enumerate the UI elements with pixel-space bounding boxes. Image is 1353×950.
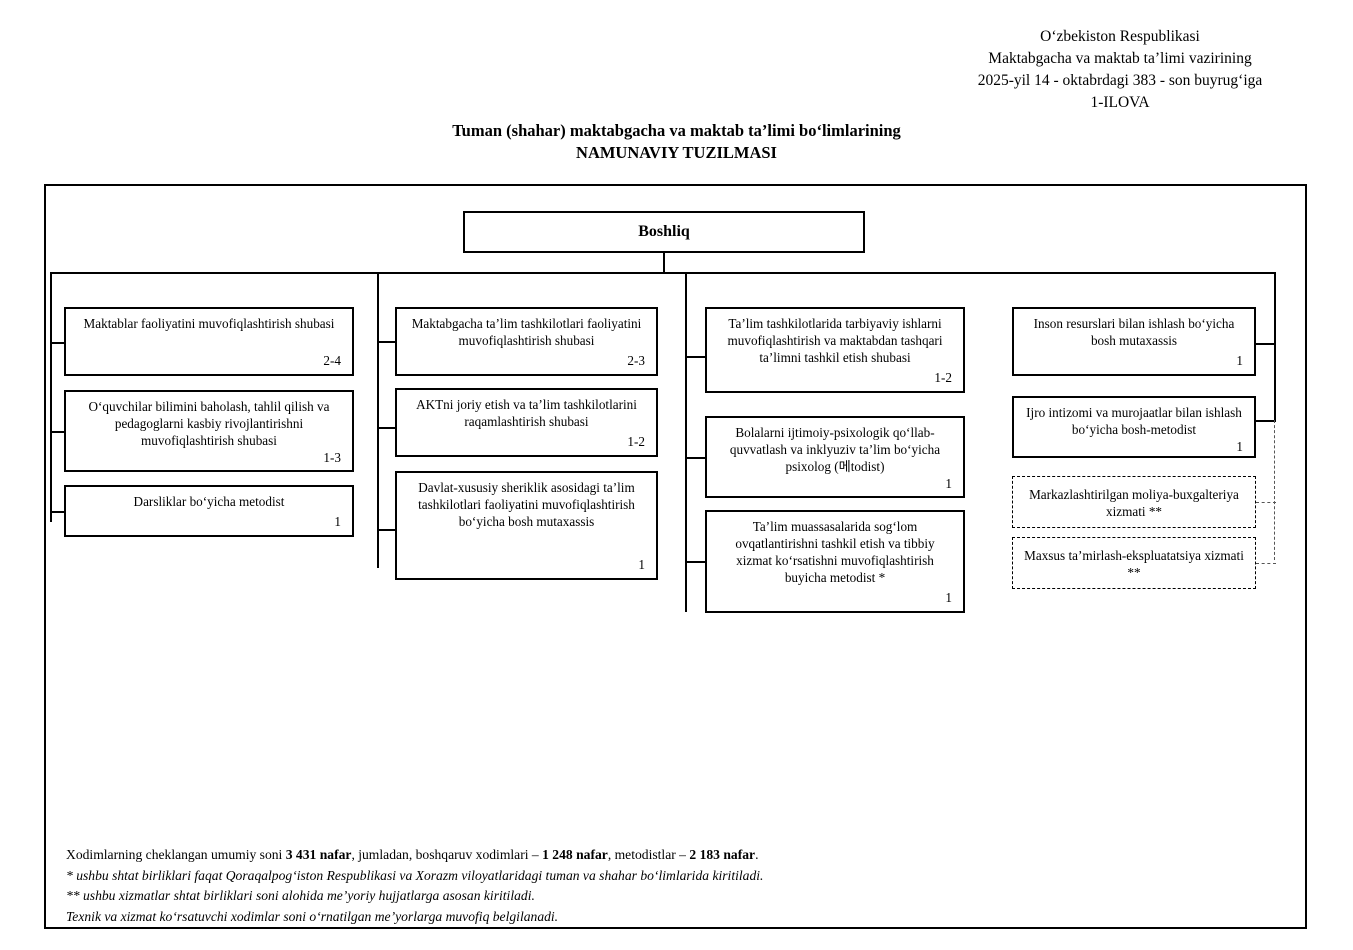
org-node-label: Boshliq [638,223,690,240]
footer-note-2: ** ushbu xizmatlar shtat birliklari soni… [66,888,535,904]
org-node-c4-u2[interactable]: Ijro intizomi va murojaatlar bilan ishla… [1012,396,1256,458]
footer-total-mid2: , metodistlar – [607,847,690,862]
chart-border [44,184,1307,929]
connector-stub-c3-u2 [685,457,705,459]
org-node-c1-u1[interactable]: Maktablar faoliyatini muvofiqlashtirish … [64,307,354,376]
connector-stub-c1-u3 [50,511,64,513]
footer-note-3: Texnik va xizmat ko‘rsatuvchi xodimlar s… [66,908,559,924]
header-line-4: 1-ILOVA [1090,94,1150,111]
org-node-c1-u2[interactable]: O‘quvchilar bilimini baholash, tahlil qi… [64,390,354,472]
connector-rail-column-4-dashed [1274,420,1275,560]
org-node-text: Markazlashtirilgan moliya-buxgalteriya x… [1029,486,1239,519]
org-node-count: 1 [945,475,952,491]
org-node-count: 1-2 [934,370,952,386]
org-node-text: Inson resurslari bilan ishlash bo‘yicha … [1033,316,1235,348]
org-node-c2-u2[interactable]: AKTni joriy etish va ta’lim tashkilotlar… [395,388,658,457]
org-node-c4-u1[interactable]: Inson resurslari bilan ishlash bo‘yicha … [1012,307,1256,376]
footer-note-1: * ushbu shtat birliklari faqat Qoraqalpo… [66,867,764,883]
footer-total-mid1: , jumladan, boshqaruv xodimlari – [351,847,543,862]
org-node-count: 1 [638,557,645,573]
connector-stub-c4-u1 [1256,343,1276,345]
org-node-text: Ta’lim tashkilotlarida tarbiyaviy ishlar… [727,316,943,365]
footer-total-value: 3 431 nafar [285,847,352,862]
org-node-c2-u3[interactable]: Davlat-xususiy sheriklik asosidagi ta’li… [395,471,658,580]
header-line-3: 2025-yil 14 - oktabrdagi 383 - son buyru… [977,72,1263,89]
connector-stub-c1-u1 [50,342,64,344]
connector-rail-column-4 [1274,272,1276,420]
connector-stub-c3-u1 [685,356,705,358]
document-header: O‘zbekiston Respublikasi Maktabgacha va … [900,26,1340,114]
connector-stub-c3-u3 [685,561,705,563]
title-line-1: Tuman (shahar) maktabgacha va maktab ta’… [452,121,901,140]
org-node-c3-u2[interactable]: Bolalarni ijtimoiy-psixologik qo‘llab-qu… [705,416,965,498]
footer-total-prefix: Xodimlarning cheklangan umumiy soni [66,847,286,862]
connector-rail-column-2 [377,272,379,568]
header-line-2: Maktabgacha va maktab ta’limi vazirining [988,50,1252,67]
connector-main-bus [50,272,1275,274]
org-node-count: 1 [945,590,952,606]
footer-notes: Xodimlarning cheklangan umumiy soni 3 43… [66,845,1266,928]
org-node-text: O‘quvchilar bilimini baholash, tahlil qi… [88,399,330,448]
org-node-count: 1 [334,514,341,530]
org-node-count: 2-3 [627,353,645,369]
org-chart: Boshliq Maktablar faoliyatini muvofiqlas… [44,184,1307,929]
connector-rail-column-3 [685,272,687,612]
org-node-text: Bolalarni ijtimoiy-psixologik qo‘llab-qu… [729,425,941,474]
header-line-1: O‘zbekiston Respublikasi [1040,28,1200,45]
title-line-2: NAMUNAVIY TUZILMASI [576,143,777,163]
connector-stub-c4-u4-dashed [1256,563,1276,564]
connector-rail-column-1 [50,272,52,522]
org-node-text: Maktabgacha ta’lim tashkilotlari faoliya… [411,316,642,348]
connector-stub-c2-u2 [377,427,395,429]
footer-total-suffix: . [755,847,759,862]
org-node-c3-u1[interactable]: Ta’lim tashkilotlarida tarbiyaviy ishlar… [705,307,965,393]
org-node-c1-u3[interactable]: Darsliklar bo‘yicha metodist 1 [64,485,354,537]
connector-stub-c2-u3 [377,529,395,531]
org-node-c4-u3[interactable]: Markazlashtirilgan moliya-buxgalteriya x… [1012,476,1256,528]
org-node-count: 1-2 [627,434,645,450]
org-node-count: 2-4 [323,353,341,369]
org-node-count: 1 [1236,353,1243,369]
org-node-count: 1 [1236,438,1243,454]
connector-stub-c2-u1 [377,341,395,343]
org-node-text: Davlat-xususiy sheriklik asosidagi ta’li… [418,480,635,529]
footer-managers-value: 1 248 nafar [542,847,608,862]
org-node-c3-u3[interactable]: Ta’lim muassasalarida sog‘lom ovqatlanti… [705,510,965,613]
footer-total-line: Xodimlarning cheklangan umumiy soni 3 43… [66,845,1266,866]
org-node-text: Ijro intizomi va murojaatlar bilan ishla… [1026,405,1242,437]
connector-stub-c4-u3-dashed [1256,502,1276,503]
org-node-text: Maxsus ta’mirlash-ekspluatatsiya xizmati… [1024,547,1244,580]
connector-root-stem [663,253,665,273]
org-node-text: AKTni joriy etish va ta’lim tashkilotlar… [416,397,637,429]
org-node-boshliq[interactable]: Boshliq [463,211,865,253]
org-node-c4-u4[interactable]: Maxsus ta’mirlash-ekspluatatsiya xizmati… [1012,537,1256,589]
org-node-c2-u1[interactable]: Maktabgacha ta’lim tashkilotlari faoliya… [395,307,658,376]
page-title: Tuman (shahar) maktabgacha va maktab ta’… [0,120,1353,165]
org-node-text: Darsliklar bo‘yicha metodist [133,494,285,509]
connector-stub-c1-u2 [50,431,64,433]
org-node-text: Maktablar faoliyatini muvofiqlashtirish … [83,316,335,331]
connector-stub-c4-u2 [1256,420,1276,422]
org-node-count: 1-3 [323,449,341,465]
footer-methodists-value: 2 183 nafar [689,847,756,862]
org-node-text: Ta’lim muassasalarida sog‘lom ovqatlanti… [735,519,935,585]
